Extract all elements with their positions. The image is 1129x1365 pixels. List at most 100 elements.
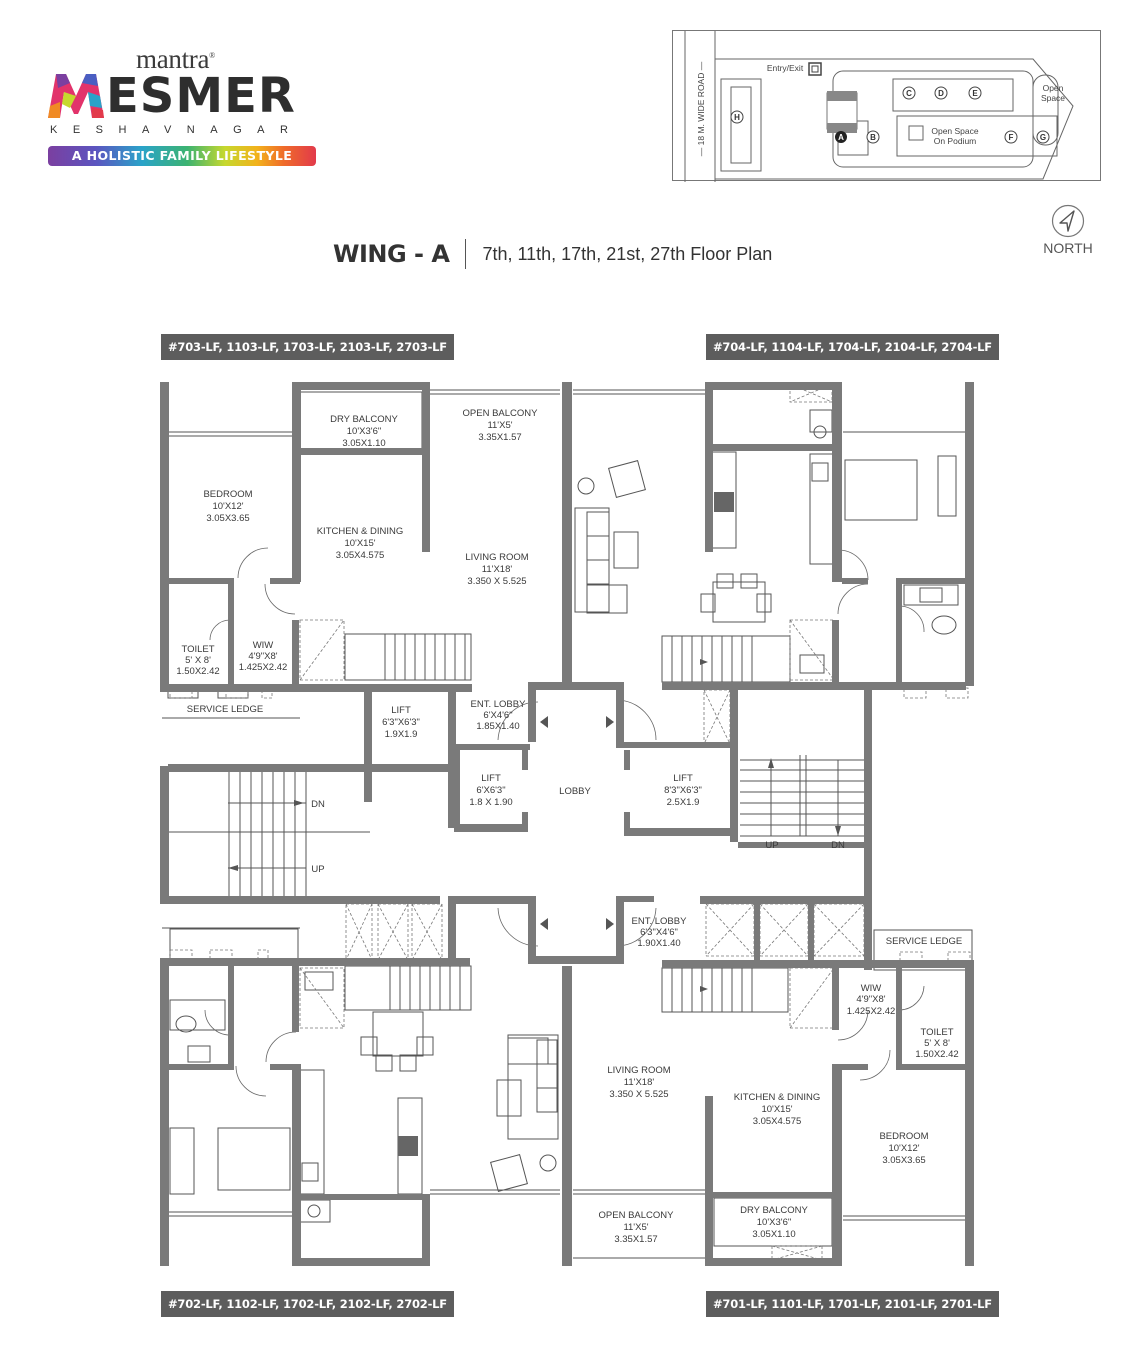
room-br-toilet: TOILET 5' X 8' 1.50X2.42 xyxy=(915,1027,958,1060)
svg-text:4'9"X8': 4'9"X8' xyxy=(248,651,277,662)
north-label: NORTH xyxy=(1043,240,1093,256)
brand-mantra-text: mantra xyxy=(136,44,210,74)
svg-text:6'3"X6'3": 6'3"X6'3" xyxy=(382,717,420,728)
wing-f-marker[interactable]: F xyxy=(1009,133,1014,142)
svg-text:OPEN BALCONY: OPEN BALCONY xyxy=(463,408,539,419)
svg-text:1.50X2.42: 1.50X2.42 xyxy=(176,666,219,677)
svg-text:3.35X1.57: 3.35X1.57 xyxy=(614,1234,657,1245)
room-br-wiw: WIW 4'9"X8' 1.425X2.42 xyxy=(847,983,896,1017)
svg-text:3.05X1.10: 3.05X1.10 xyxy=(752,1229,795,1240)
svg-text:3.350 X 5.525: 3.350 X 5.525 xyxy=(467,576,526,587)
room-tl-toilet: TOILET 5' X 8' 1.50X2.42 xyxy=(176,644,219,677)
svg-text:LIFT: LIFT xyxy=(673,773,693,784)
wing-c-marker[interactable]: C xyxy=(906,89,912,98)
registered-mark: ® xyxy=(209,51,215,60)
stair-right-dn-label: DN xyxy=(831,840,845,851)
room-tl-open-balcony: OPEN BALCONY 11'X5' 3.35X1.57 xyxy=(463,408,539,443)
stair-left-dn-label: DN xyxy=(311,799,325,810)
svg-text:3.35X1.57: 3.35X1.57 xyxy=(478,432,521,443)
room-ent-lobby-bottom: ENT. LOBBY 6'3"X4'6" 1.90X1.40 xyxy=(632,916,688,949)
unit-badge-bottom-left: #702-LF, 1102-LF, 1702-LF, 2102-LF, 2702… xyxy=(161,1291,454,1317)
svg-text:1.9X1.9: 1.9X1.9 xyxy=(385,729,418,740)
stair-arrow-up-right xyxy=(768,758,774,768)
stair-arrow-dn-right xyxy=(835,826,841,836)
room-tl-service-ledge: SERVICE LEDGE xyxy=(187,704,263,715)
podium-label-2: On Podium xyxy=(934,136,977,146)
svg-text:TOILET: TOILET xyxy=(181,644,214,655)
north-indicator: NORTH xyxy=(1040,204,1096,266)
wing-g-marker[interactable]: G xyxy=(1040,133,1046,142)
unit-badge-bottom-right: #701-LF, 1101-LF, 1701-LF, 2101-LF, 2701… xyxy=(706,1291,999,1317)
room-tl-bedroom: BEDROOM 10'X12' 3.05X3.65 xyxy=(203,489,252,524)
lobby-direction-arrows xyxy=(540,716,614,930)
open-space-label-2: Space xyxy=(1041,93,1065,103)
svg-text:3.350 X 5.525: 3.350 X 5.525 xyxy=(609,1089,668,1100)
wing-a-highlight-top xyxy=(827,91,857,101)
open-space-label-1: Open xyxy=(1043,83,1064,93)
floor-subtitle: 7th, 11th, 17th, 21st, 27th Floor Plan xyxy=(482,243,773,264)
room-tl-living-room: LIVING ROOM 11'X18' 3.350 X 5.525 xyxy=(465,552,528,587)
svg-text:3.05X3.65: 3.05X3.65 xyxy=(206,513,249,524)
unit-badge-top-right: #704-LF, 1104-LF, 1704-LF, 2104-LF, 2704… xyxy=(706,334,999,360)
wing-title: WING - A xyxy=(333,240,450,268)
svg-text:10'X12': 10'X12' xyxy=(212,501,243,512)
svg-text:DRY BALCONY: DRY BALCONY xyxy=(330,414,398,425)
svg-text:10'X3'6": 10'X3'6" xyxy=(347,426,381,437)
svg-text:11'X18': 11'X18' xyxy=(624,1077,655,1088)
svg-text:3.05X3.65: 3.05X3.65 xyxy=(882,1155,925,1166)
compass-north-icon xyxy=(1051,204,1085,238)
svg-text:1.50X2.42: 1.50X2.42 xyxy=(915,1049,958,1060)
svg-text:5' X 8': 5' X 8' xyxy=(924,1038,950,1049)
svg-text:2.5X1.9: 2.5X1.9 xyxy=(667,797,700,808)
wing-a-highlight-bottom xyxy=(827,123,857,133)
svg-text:LIVING ROOM: LIVING ROOM xyxy=(607,1065,670,1076)
svg-text:BEDROOM: BEDROOM xyxy=(203,489,252,500)
stair-arrow-dn-left xyxy=(294,800,304,806)
room-tl-kitchen-dining: KITCHEN & DINING 10'X15' 3.05X4.575 xyxy=(317,526,404,561)
wing-h-marker[interactable]: H xyxy=(734,113,740,122)
podium-label-1: Open Space xyxy=(931,126,979,136)
svg-text:DRY BALCONY: DRY BALCONY xyxy=(740,1205,808,1216)
svg-text:1.90X1.40: 1.90X1.40 xyxy=(637,938,680,949)
svg-text:ENT. LOBBY: ENT. LOBBY xyxy=(632,916,688,927)
svg-text:10'X3'6": 10'X3'6" xyxy=(757,1217,791,1228)
stove-icon xyxy=(398,492,734,1156)
wing-a-marker[interactable]: A xyxy=(838,133,844,142)
brand-location: KESHAVNAGAR xyxy=(50,124,304,136)
room-tl-dry-balcony: DRY BALCONY 10'X3'6" 3.05X1.10 xyxy=(330,414,398,449)
room-br-kitchen-dining: KITCHEN & DINING 10'X15' 3.05X4.575 xyxy=(734,1092,821,1127)
svg-text:11'X5': 11'X5' xyxy=(487,420,512,431)
svg-text:WIW: WIW xyxy=(861,983,882,994)
svg-text:WIW: WIW xyxy=(253,640,274,651)
svg-text:OPEN BALCONY: OPEN BALCONY xyxy=(599,1210,675,1221)
room-tl-wiw: WIW 4'9"X8' 1.425X2.42 xyxy=(239,640,288,673)
svg-text:11'X18': 11'X18' xyxy=(482,564,513,575)
svg-text:5' X 8': 5' X 8' xyxy=(185,655,211,666)
svg-text:KITCHEN & DINING: KITCHEN & DINING xyxy=(317,526,404,537)
brand-mesmer: ESMER xyxy=(48,71,296,121)
unit-badge-top-left: #703-LF, 1103-LF, 1703-LF, 2103-LF, 2703… xyxy=(161,334,454,360)
floor-plan: DRY BALCONY 10'X3'6" 3.05X1.10 OPEN BALC… xyxy=(158,378,978,1270)
brand-logo: mantra® ESMER KESHAVNAGAR A HOLISTIC FAM… xyxy=(48,44,320,169)
svg-text:3.05X1.10: 3.05X1.10 xyxy=(342,438,385,449)
svg-text:ENT. LOBBY: ENT. LOBBY xyxy=(471,699,527,710)
svg-text:KITCHEN & DINING: KITCHEN & DINING xyxy=(734,1092,821,1103)
svg-text:TOILET: TOILET xyxy=(920,1027,953,1038)
colorful-m-icon xyxy=(48,74,104,118)
keymap-road-label: — 18 M. WIDE ROAD — xyxy=(696,61,706,156)
wing-d-marker[interactable]: D xyxy=(938,89,944,98)
wing-b-marker[interactable]: B xyxy=(870,133,876,142)
svg-text:6'X6'3": 6'X6'3" xyxy=(476,785,505,796)
room-lift-1: LIFT 6'3"X6'3" 1.9X1.9 xyxy=(382,705,420,740)
wing-e-marker[interactable]: E xyxy=(972,89,978,98)
svg-text:3.05X4.575: 3.05X4.575 xyxy=(336,550,385,561)
svg-text:1.425X2.42: 1.425X2.42 xyxy=(239,662,288,673)
svg-text:BEDROOM: BEDROOM xyxy=(879,1131,928,1142)
svg-text:LIVING ROOM: LIVING ROOM xyxy=(465,552,528,563)
svg-text:8'3"X6'3": 8'3"X6'3" xyxy=(664,785,702,796)
title-divider xyxy=(465,239,467,269)
site-keymap: — 18 M. WIDE ROAD — Entry/Exit Open Spac… xyxy=(672,30,1101,182)
page-title: WING - A 7th, 11th, 17th, 21st, 27th Flo… xyxy=(333,236,772,272)
brand-tagline: A HOLISTIC FAMILY LIFESTYLE xyxy=(48,146,316,166)
svg-text:LIFT: LIFT xyxy=(391,705,411,716)
